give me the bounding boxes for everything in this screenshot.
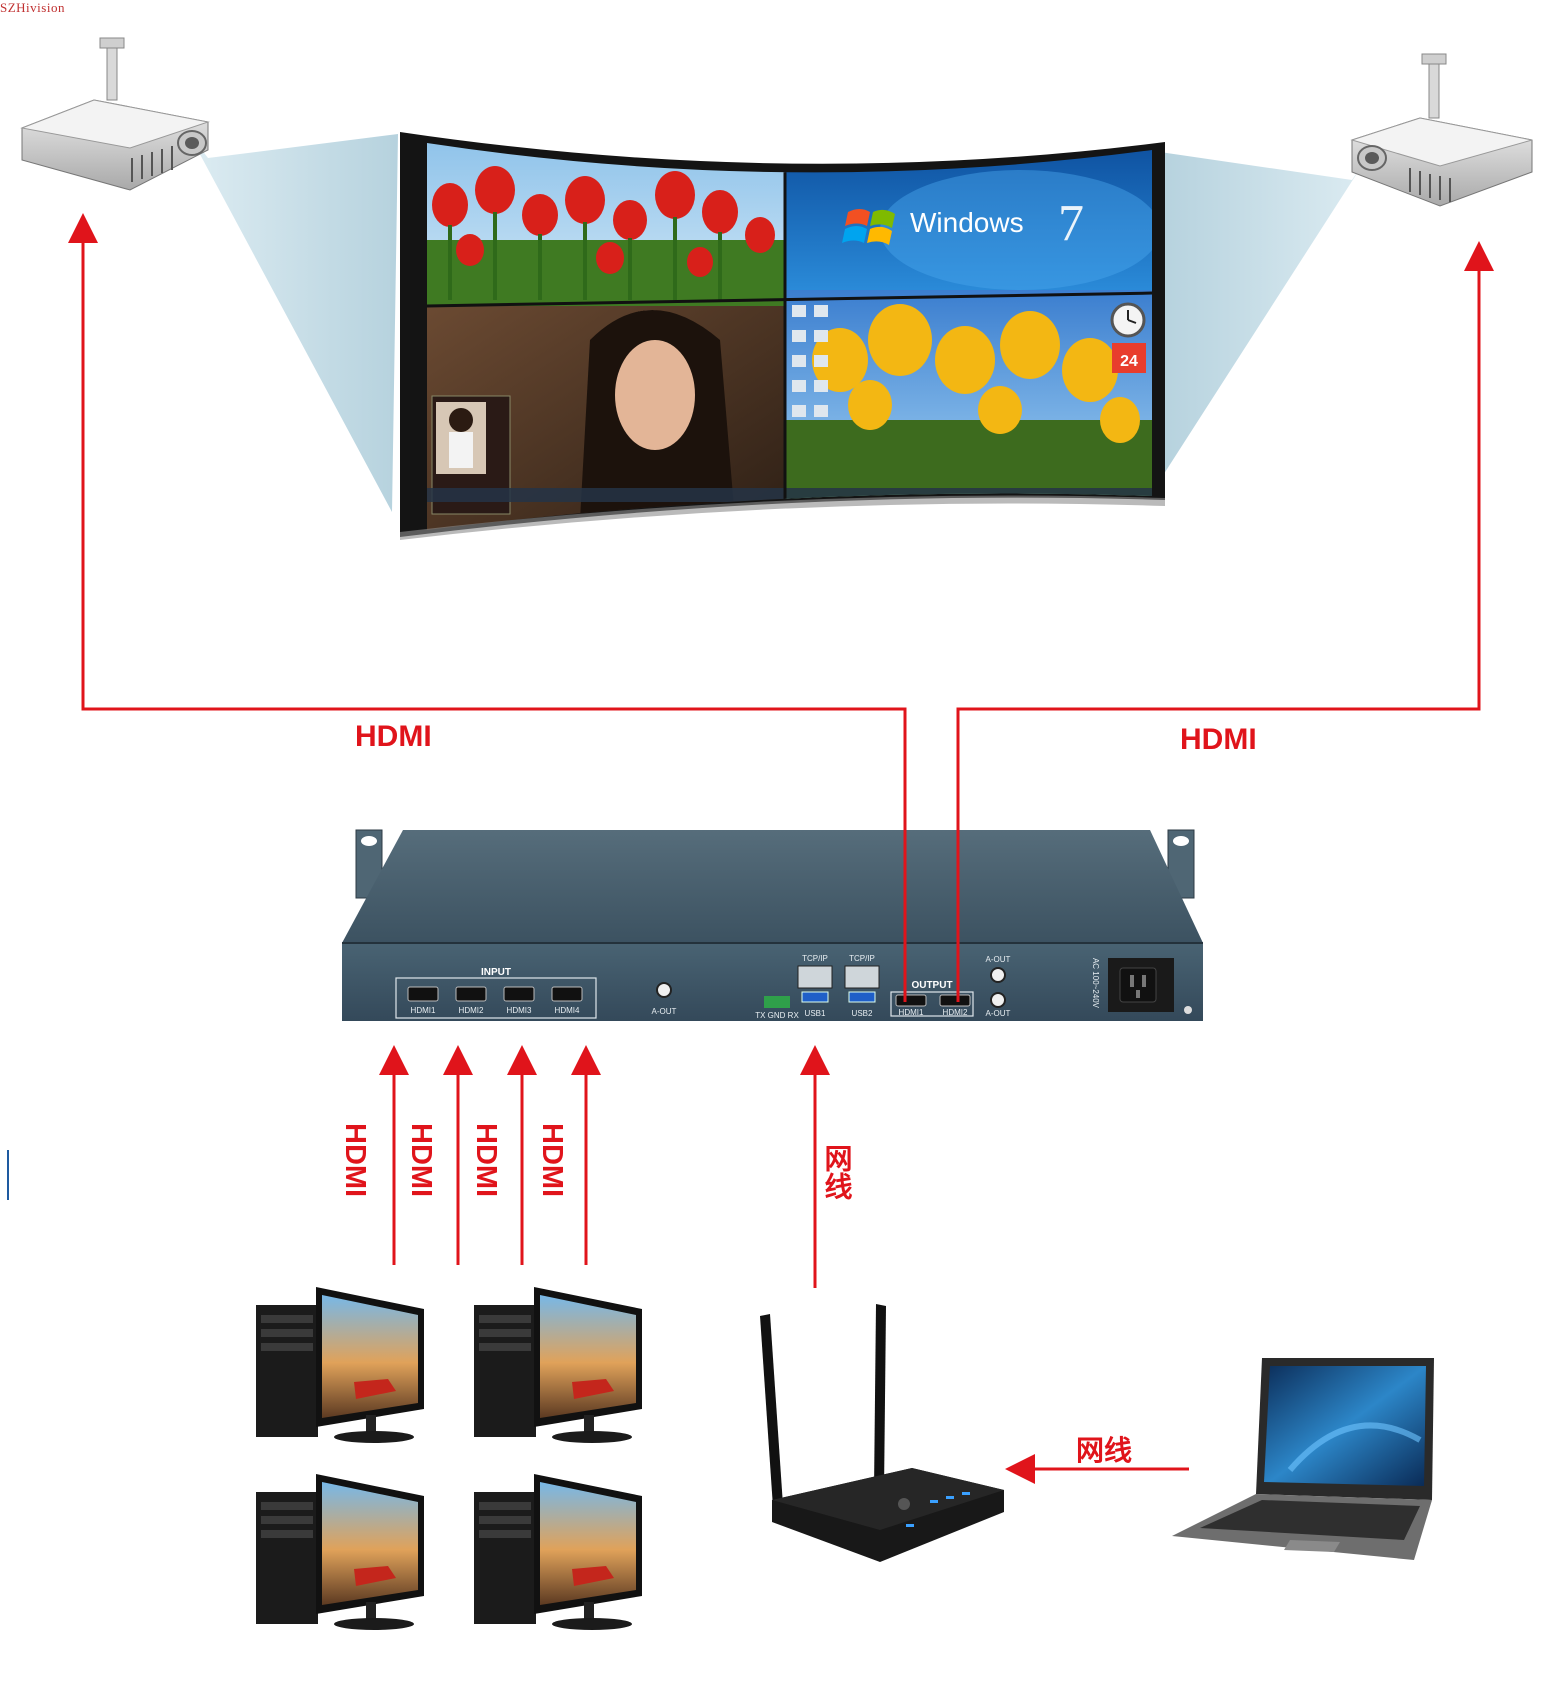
hdmi-input-label-2: HDMI2 (459, 1006, 484, 1015)
windows-logo-icon (842, 209, 895, 245)
clock-gadget-icon (1110, 302, 1146, 338)
lan-label-2: TCP/IP (849, 954, 875, 963)
hdmi-input-port-2 (455, 986, 487, 1002)
audio-out-label-left: A-OUT (652, 1007, 677, 1016)
projector-right (1350, 53, 1533, 207)
curved-display: Windows 7 (400, 132, 1165, 540)
rj45-port-1 (797, 965, 833, 989)
hdmi-input-label-1: HDMI1 (411, 1006, 436, 1015)
laptop-icon (1172, 1358, 1434, 1560)
hdmi-input-text-1: HDMI (339, 1123, 371, 1197)
output-group-frame (890, 991, 974, 1017)
usb-port-2 (848, 991, 876, 1003)
hdmi-input-port-1 (407, 986, 439, 1002)
video-wall-processor: INPUT HDMI1 HDMI2 HDMI3 HDMI4 A-OUT TX G… (342, 829, 1203, 1021)
audio-out-label-top: A-OUT (986, 955, 1011, 964)
hdmi-output-label-left: HDMI (355, 720, 432, 753)
hdmi-input-port-3 (503, 986, 535, 1002)
rj45-port-2 (844, 965, 880, 989)
signal-lines (68, 213, 1494, 1484)
hdmi-output-label-right: HDMI (1180, 723, 1257, 756)
usb-label-2: USB2 (852, 1009, 873, 1018)
source-pcs (256, 1287, 642, 1630)
serial-label: TX GND RX (755, 1011, 799, 1020)
hdmi-input-label-3: HDMI3 (507, 1006, 532, 1015)
windows-version-text: 7 (1058, 195, 1084, 252)
usb-port-1 (801, 991, 829, 1003)
hdmi-input-port-4 (551, 986, 583, 1002)
right-beam (1160, 150, 1372, 480)
hdmi-output-port-1 (895, 994, 927, 1007)
audio-out-label-bottom: A-OUT (986, 1009, 1011, 1018)
serial-terminal (764, 996, 790, 1008)
hdmi-output-port-2 (939, 994, 971, 1007)
wifi-router-icon (760, 1304, 1004, 1562)
desktop-pc-icon (474, 1474, 642, 1630)
windows-brand-text: Windows (910, 207, 1024, 238)
desktop-pc-icon (474, 1287, 642, 1443)
usb-label-1: USB1 (805, 1009, 826, 1018)
lan-label-1: TCP/IP (802, 954, 828, 963)
desktop-pc-icon (256, 1474, 424, 1630)
input-group-frame (395, 977, 597, 1019)
projector-left (20, 37, 210, 191)
left-beam (188, 132, 398, 512)
power-rating-label: AC 100~240V (1091, 958, 1100, 1009)
input-group-label: INPUT (481, 967, 511, 978)
hdmi-input-text-4: HDMI (536, 1123, 568, 1197)
yellow-tulips-icon (812, 304, 1140, 443)
projector-icon (1350, 53, 1533, 207)
hdmi-input-text-3: HDMI (470, 1123, 502, 1197)
hdmi-output-line-right (956, 241, 1494, 1002)
projector-icon (20, 37, 210, 191)
watermark-text: SZHivision (0, 0, 65, 15)
audio-out-jack-left (656, 982, 672, 998)
calendar-day: 24 (1120, 353, 1138, 370)
hdmi-output-label-1: HDMI1 (899, 1008, 924, 1017)
network-label-horizontal: 网线 (1076, 1435, 1132, 1466)
device-top-panel (342, 830, 1203, 943)
hdmi-input-ports: HDMI1 HDMI2 HDMI3 HDMI4 (407, 986, 583, 1015)
hdmi-input-text-2: HDMI (405, 1123, 437, 1197)
network-label-vertical: 网线 (822, 1144, 853, 1200)
hdmi-input-label-4: HDMI4 (555, 1006, 580, 1015)
audio-out-jack-top (990, 967, 1006, 983)
desktop-pc-icon (256, 1287, 424, 1443)
desktop-icons (792, 305, 828, 417)
output-group-label: OUTPUT (911, 980, 952, 991)
audio-out-jack-bottom (990, 992, 1006, 1008)
projection-beams (188, 132, 1372, 512)
hdmi-output-label-2: HDMI2 (943, 1008, 968, 1017)
hdmi-output-line-left (68, 213, 907, 1002)
ground-screw (1184, 1006, 1192, 1014)
red-tulips-icon (432, 166, 775, 277)
calendar-gadget-icon: 24 (1112, 343, 1146, 373)
